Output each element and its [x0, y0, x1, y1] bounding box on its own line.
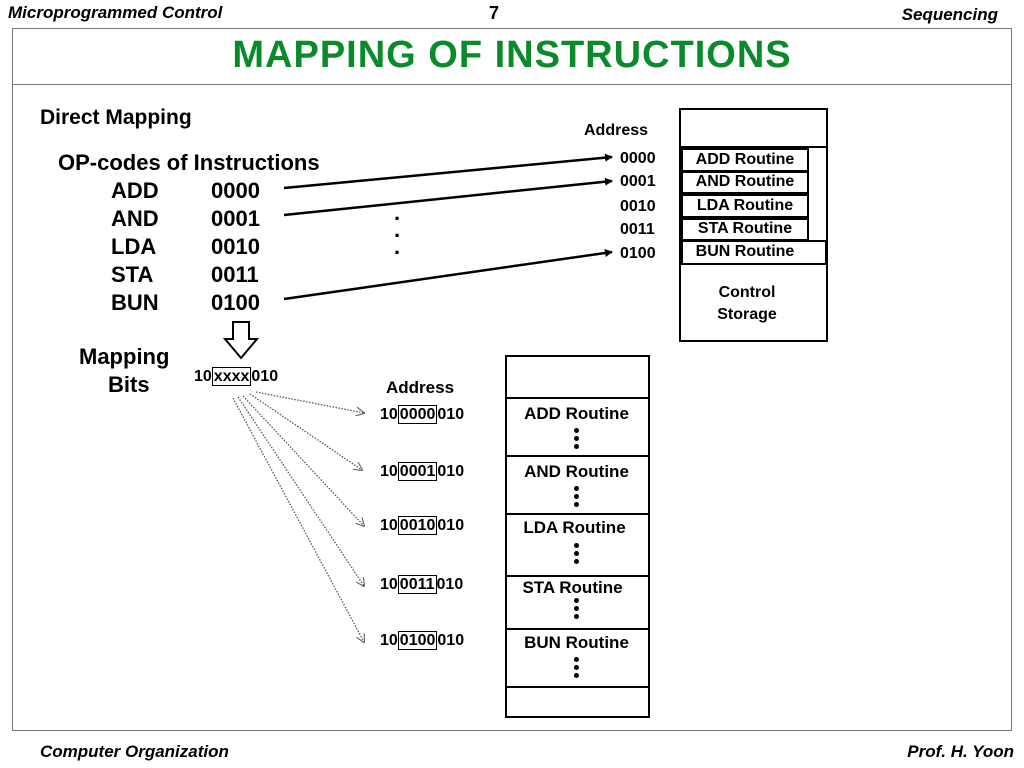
- footer-right: Prof. H. Yoon: [907, 742, 1014, 761]
- header-left: Microprogrammed Control: [8, 3, 223, 22]
- ray-to-and: [249, 393, 362, 470]
- opcodes-heading: OP-codes of Instructions: [58, 150, 320, 175]
- top-routine-and: [681, 171, 809, 194]
- mapping-bits-label-1: Mapping: [79, 344, 170, 369]
- addr-field: 0100: [397, 631, 438, 650]
- down-arrow-icon: [222, 321, 260, 360]
- control-storage-label-1: Control: [718, 284, 776, 301]
- ellipsis-dot-1: .: [394, 200, 401, 225]
- instr-code-bun: 0100: [211, 290, 260, 315]
- top-address-0001: 0001: [620, 173, 656, 190]
- addr-prefix: 10: [380, 406, 398, 423]
- ellipsis-bun: [574, 657, 580, 681]
- mapped-routine-add: ADD Routine: [524, 404, 629, 423]
- addr-prefix: 10: [380, 576, 398, 593]
- pattern-field: xxxx: [211, 367, 252, 386]
- addr-suffix: 010: [436, 576, 464, 593]
- mapped-routine-bun: BUN Routine: [524, 633, 629, 652]
- addr-field: 0001: [397, 462, 438, 481]
- arrow-add-to-0000: [283, 153, 613, 190]
- title-divider: [12, 84, 1012, 85]
- instr-name-and: AND: [111, 206, 159, 231]
- instr-name-bun: BUN: [111, 290, 159, 315]
- slide-frame: [12, 28, 1012, 731]
- addr-prefix: 10: [380, 632, 398, 649]
- top-address-0011: 0011: [620, 221, 655, 238]
- arrow-bun-to-0100: [283, 249, 613, 301]
- page-number: 7: [489, 3, 500, 23]
- top-address-0100: 0100: [620, 245, 656, 262]
- instr-code-add: 0000: [211, 178, 260, 203]
- addr-prefix: 10: [380, 517, 398, 534]
- ray-to-add: [255, 391, 364, 413]
- top-routine-add-label: ADD Routine: [695, 151, 795, 168]
- footer-left: Computer Organization: [40, 742, 229, 761]
- ellipsis-and: [574, 486, 580, 510]
- top-routine-and-label: AND Routine: [695, 173, 795, 190]
- top-routine-bun: [681, 240, 827, 265]
- mapped-routine-and: AND Routine: [524, 462, 629, 481]
- mapped-routine-sta: STA Routine: [522, 578, 623, 597]
- top-routine-lda-label: LDA Routine: [696, 197, 794, 214]
- pattern-prefix: 10: [194, 368, 212, 385]
- addr-prefix: 10: [380, 463, 398, 480]
- ellipsis-add: [574, 428, 580, 452]
- top-address-label: Address: [584, 122, 649, 139]
- addr-field: 0011: [397, 575, 437, 594]
- instr-name-add: ADD: [111, 178, 159, 203]
- ray-to-lda: [242, 395, 364, 526]
- control-storage-top-cell: [679, 108, 828, 148]
- top-routine-lda: [681, 194, 809, 218]
- instr-name-lda: LDA: [111, 234, 157, 259]
- mapping-bits-label-2: Bits: [108, 372, 150, 397]
- top-address-0000: 0000: [620, 150, 656, 167]
- top-address-0010: 0010: [620, 198, 656, 215]
- arrow-and-to-0001: [283, 177, 613, 217]
- ellipsis-dot-2: .: [394, 217, 401, 242]
- mapped-routine-lda: LDA Routine: [523, 518, 626, 537]
- addr-field: 0000: [397, 405, 438, 424]
- ray-to-bun: [232, 397, 364, 642]
- ray-to-sta: [237, 396, 364, 586]
- top-routine-sta-label: STA Routine: [697, 220, 793, 237]
- instr-code-sta: 0011: [211, 262, 259, 287]
- ellipsis-dot-3: .: [394, 234, 401, 259]
- instr-name-sta: STA: [111, 262, 154, 287]
- pattern-suffix: 010: [251, 368, 279, 385]
- instr-code-lda: 0010: [211, 234, 260, 259]
- header-right: Sequencing: [901, 5, 998, 24]
- addr-suffix: 010: [437, 517, 465, 534]
- addr-suffix: 010: [437, 406, 465, 423]
- addr-suffix: 010: [437, 463, 465, 480]
- ellipsis-sta: [574, 598, 580, 622]
- control-storage-label-2: Storage: [717, 306, 777, 323]
- addr-field: 0010: [397, 516, 438, 535]
- top-routine-bun-label: BUN Routine: [695, 243, 795, 260]
- bottom-address-label: Address: [386, 378, 455, 397]
- ellipsis-lda: [574, 543, 580, 567]
- addr-suffix: 010: [437, 632, 465, 649]
- direct-mapping-heading: Direct Mapping: [40, 106, 192, 129]
- slide-title: MAPPING OF INSTRUCTIONS: [232, 34, 792, 76]
- instr-code-and: 0001: [211, 206, 260, 231]
